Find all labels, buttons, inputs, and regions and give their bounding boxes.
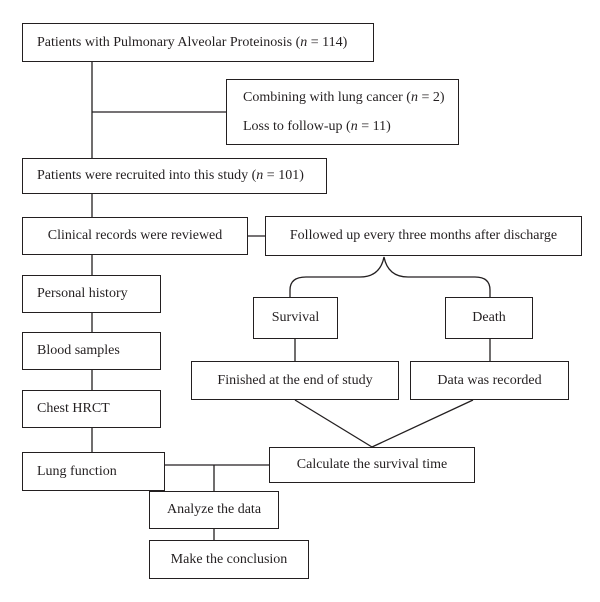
survival-box: Survival [253, 297, 338, 339]
death-label: Death [472, 310, 506, 325]
patients-pap-box: Patients with Pulmonary Alveolar Protein… [22, 23, 374, 62]
conclusion-label: Make the conclusion [170, 551, 288, 567]
patients-pap-text: Patients with Pulmonary Alveolar Protein… [37, 34, 301, 50]
blood-samples-label: Blood samples [37, 343, 120, 358]
chest-hrct-label: Chest HRCT [37, 401, 110, 416]
brace [289, 256, 491, 297]
personal-history-box: Personal history [22, 275, 161, 313]
recruited-count: = 101) [263, 168, 304, 183]
finished-label: Finished at the end of study [217, 372, 373, 388]
lung-function-box: Lung function [22, 452, 165, 491]
analyze-box: Analyze the data [149, 491, 279, 529]
conclusion-box: Make the conclusion [149, 540, 309, 579]
finished-box: Finished at the end of study [191, 361, 399, 400]
chest-hrct-box: Chest HRCT [22, 390, 161, 428]
data-recorded-box: Data was recorded [410, 361, 569, 400]
survival-label: Survival [271, 310, 320, 325]
calc-survival-box: Calculate the survival time [269, 447, 475, 483]
patients-pap-count: = 114) [307, 34, 348, 50]
death-box: Death [445, 297, 533, 339]
data-recorded-label: Data was recorded [437, 372, 542, 388]
connector-data-to-calc [371, 399, 474, 448]
recruited-n: n [256, 168, 264, 183]
calc-survival-label: Calculate the survival time [296, 457, 448, 472]
recruited-box: Patients were recruited into this study … [22, 158, 327, 194]
recruited-text: Patients were recruited into this study … [37, 168, 257, 183]
blood-samples-box: Blood samples [22, 332, 161, 370]
excluded-follow-up-loss: Loss to follow-up (n = 11) [243, 119, 391, 134]
lung-function-label: Lung function [37, 463, 117, 479]
excluded-box: Combining with lung cancer (n = 2) Loss … [226, 79, 459, 145]
analyze-label: Analyze the data [166, 502, 262, 517]
excluded-lung-cancer: Combining with lung cancer (n = 2) [243, 90, 445, 105]
connector-finished-to-calc [294, 399, 373, 448]
clinical-records-label: Clinical records were reviewed [47, 228, 223, 243]
personal-history-label: Personal history [37, 286, 128, 301]
patients-pap-n: n [300, 34, 308, 50]
followed-up-label: Followed up every three months after dis… [289, 228, 558, 243]
clinical-records-box: Clinical records were reviewed [22, 217, 248, 255]
followed-up-box: Followed up every three months after dis… [265, 216, 582, 256]
